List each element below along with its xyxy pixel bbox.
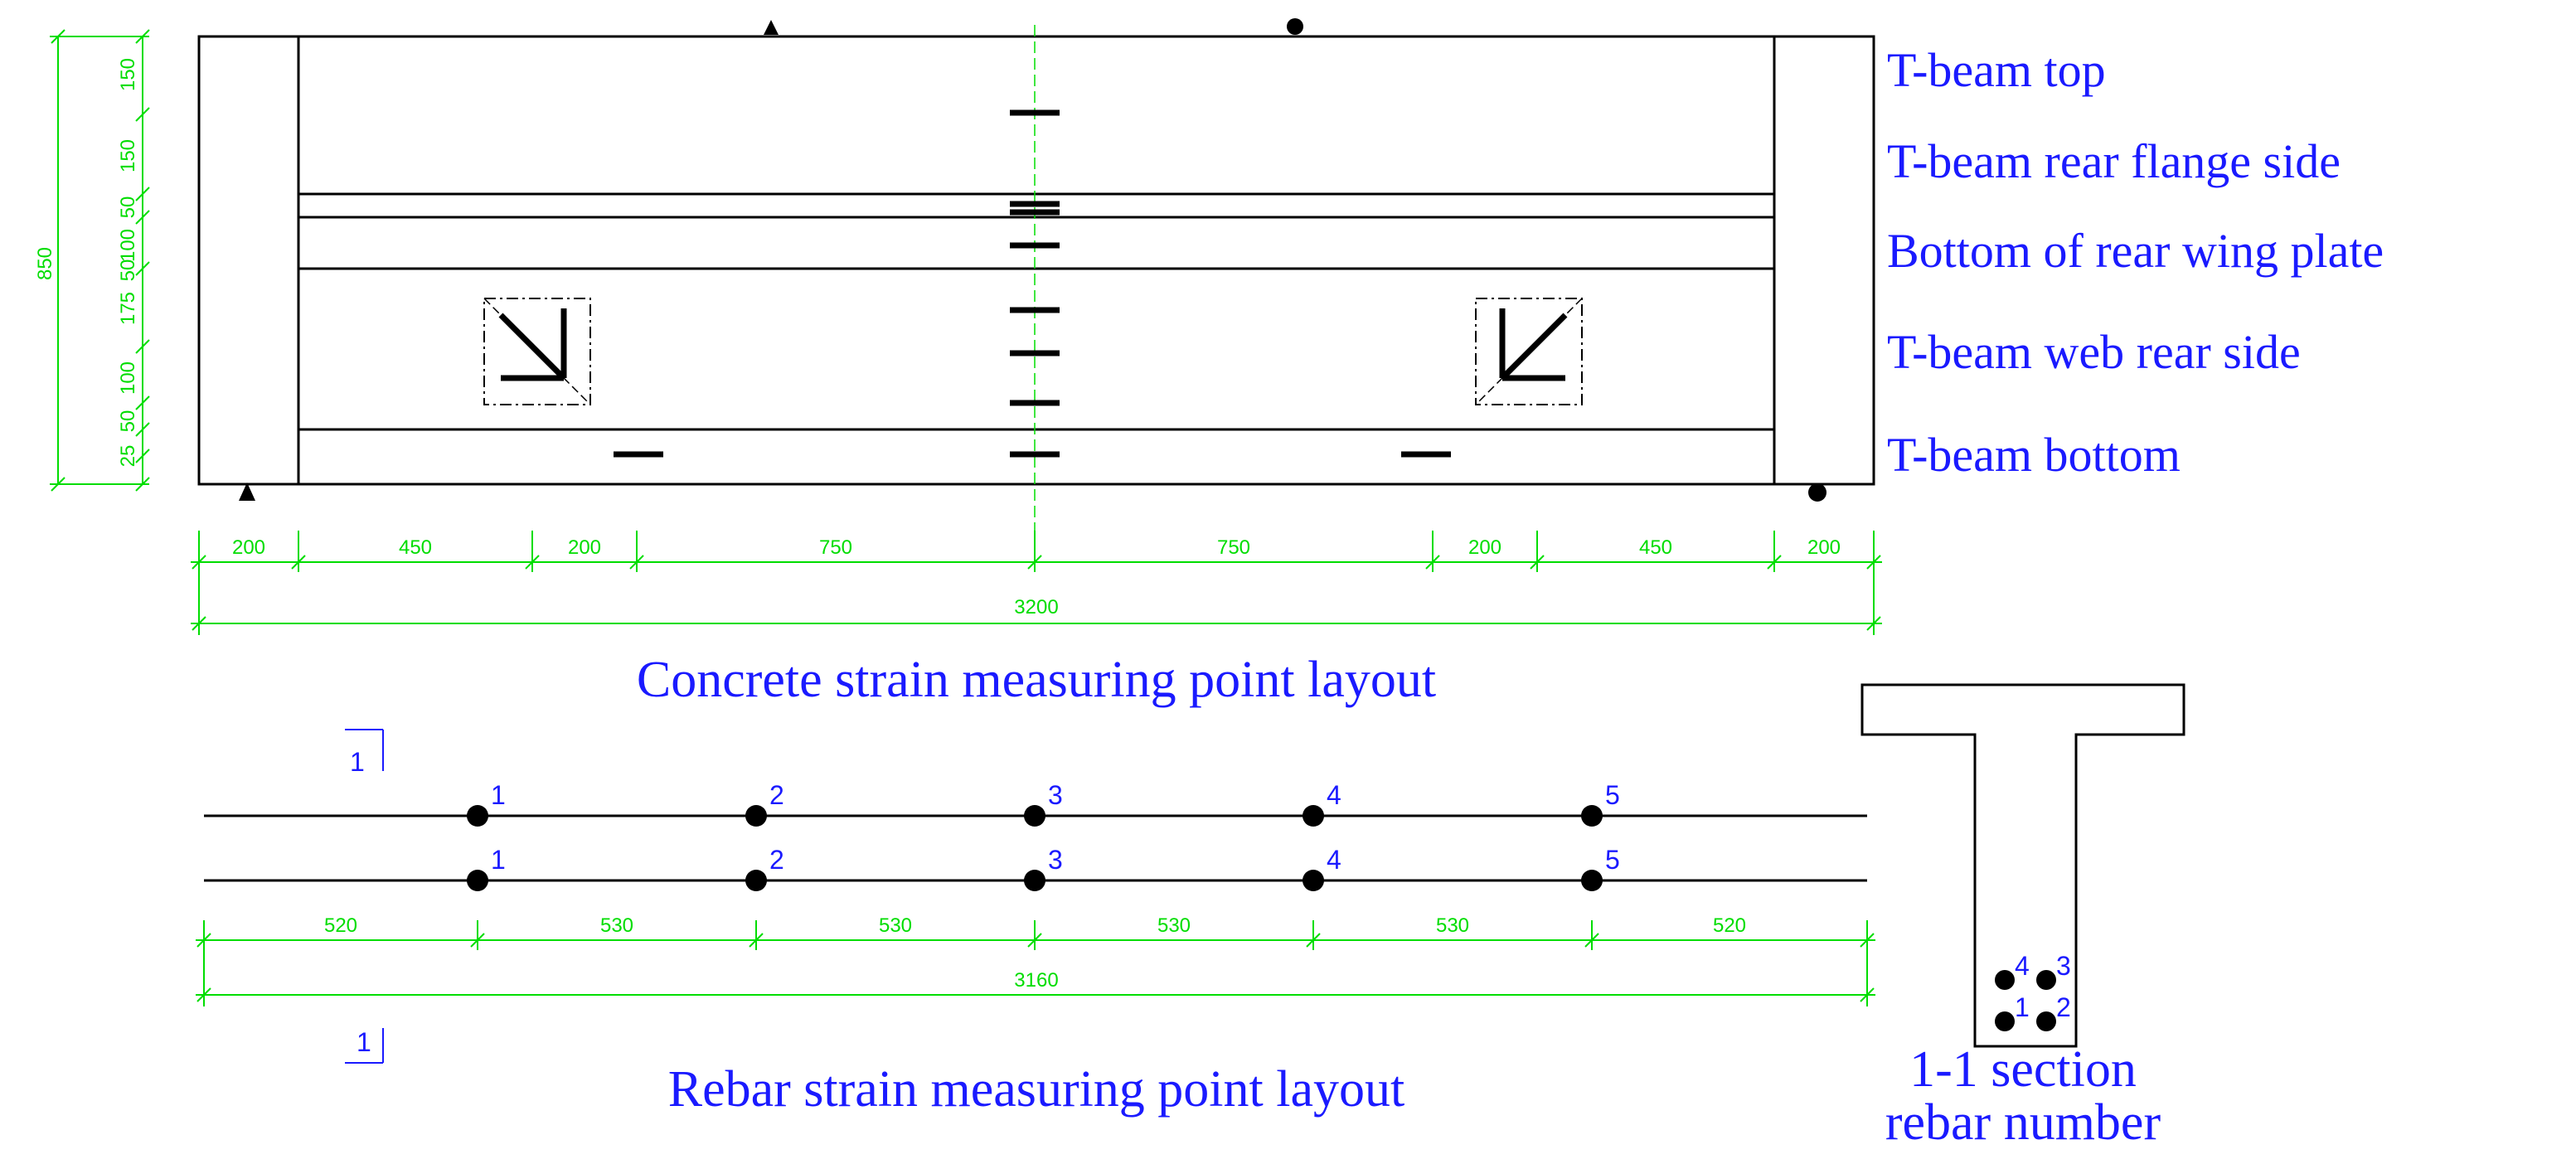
rebar-point-top-1 [467, 805, 488, 827]
vdim-4: 100 [117, 229, 139, 262]
rebar-num-top-2: 2 [769, 780, 784, 810]
rdim-2: 530 [600, 914, 633, 937]
vdim-7: 100 [117, 361, 139, 395]
hdim-7: 450 [1639, 536, 1672, 559]
concrete-caption: Concrete strain measuring point layout [637, 652, 1436, 708]
section-bar-1 [1995, 1011, 2015, 1031]
rebar-points [467, 805, 1603, 891]
rebar-layout: 1 1 1 2 3 4 5 1 2 [196, 729, 1875, 1118]
label-rear-wing-plate-bottom: Bottom of rear wing plate [1887, 224, 2384, 278]
vdim-5: 50 [117, 259, 139, 282]
rebar-point-bottom-2 [745, 870, 767, 891]
vdim-6: 175 [117, 292, 139, 325]
hdim-3: 200 [568, 536, 601, 559]
rdim-6: 520 [1713, 914, 1746, 937]
hdim-4: 750 [819, 536, 852, 559]
rebar-point-bottom-4 [1303, 870, 1324, 891]
vdim-1: 150 [117, 58, 139, 91]
midspan-strain-gauges [614, 109, 1451, 458]
section-num-4: 4 [2015, 951, 2030, 981]
horizontal-dim-ticks [192, 555, 1881, 631]
hdim-1: 200 [232, 536, 265, 559]
hdim-2: 450 [399, 536, 432, 559]
rebar-point-top-3 [1024, 805, 1045, 827]
label-rear-flange-side: T-beam rear flange side [1887, 134, 2341, 188]
t-section: 4 3 1 2 1-1 section rebar number [1860, 683, 2185, 1151]
rebar-num-bottom-1: 1 [491, 845, 506, 875]
concrete-row-labels: T-beam top T-beam rear flange side Botto… [1887, 43, 2384, 482]
svg-text:1: 1 [357, 1027, 371, 1057]
section-mark-bottom: 1 [345, 1027, 384, 1064]
beam-outline [197, 35, 1875, 486]
height-total-label: 850 [34, 247, 56, 280]
rebar-num-top-4: 4 [1327, 780, 1341, 810]
rebar-num-bottom-2: 2 [769, 845, 784, 875]
section-num-3: 3 [2056, 951, 2071, 981]
rebar-num-bottom-5: 5 [1605, 845, 1620, 875]
label-web-rear-side: T-beam web rear side [1887, 325, 2301, 379]
rebar-dim-labels: 520 530 530 530 530 520 3160 [324, 914, 1746, 992]
strain-rosette-right [1475, 298, 1583, 405]
rebar-num-top-1: 1 [491, 780, 506, 810]
section-caption-line2: rebar number [1885, 1094, 2161, 1151]
rebar-num-bottom-4: 4 [1327, 845, 1341, 875]
vertical-dim-ticks [135, 29, 150, 492]
section-mark-top: 1 [345, 729, 384, 777]
label-tbeam-top: T-beam top [1887, 43, 2106, 97]
rebar-point-top-2 [745, 805, 767, 827]
hdim-8: 200 [1807, 536, 1841, 559]
rebar-caption: Rebar strain measuring point layout [668, 1061, 1404, 1118]
rebar-total-label: 3160 [1014, 969, 1058, 992]
section-caption-line1: 1-1 section [1909, 1041, 2137, 1098]
section-num-2: 2 [2056, 992, 2071, 1022]
rebar-dim-ticks [196, 933, 1875, 1002]
rdim-4: 530 [1157, 914, 1191, 937]
horizontal-dim-labels: 200 450 200 750 750 200 450 200 3200 [232, 536, 1841, 618]
section-bar-3 [2036, 970, 2056, 990]
svg-text:1: 1 [350, 747, 365, 777]
rdim-3: 530 [879, 914, 912, 937]
vdim-2: 150 [117, 139, 139, 172]
strain-rosette-left [483, 298, 591, 405]
support-triangle-bottom [239, 483, 255, 501]
hdim-6: 200 [1468, 536, 1501, 559]
rebar-point-bottom-5 [1581, 870, 1603, 891]
span-total-label: 3200 [1014, 596, 1058, 618]
support-circle-bottom [1808, 483, 1826, 502]
rebar-num-bottom-3: 3 [1048, 845, 1063, 875]
rebar-num-top-3: 3 [1048, 780, 1063, 810]
rebar-point-numbers: 1 2 3 4 5 1 2 3 4 5 [491, 780, 1620, 875]
concrete-beam-elevation: 850 150 150 50 100 50 175 100 50 25 [34, 18, 2384, 708]
hdim-5: 750 [1217, 536, 1250, 559]
section-num-1: 1 [2015, 992, 2030, 1022]
rebar-point-bottom-3 [1024, 870, 1045, 891]
label-tbeam-bottom: T-beam bottom [1887, 428, 2181, 482]
load-triangle-top [764, 20, 779, 35]
rebar-point-top-4 [1303, 805, 1324, 827]
rebar-point-top-5 [1581, 805, 1603, 827]
vdim-8: 50 [117, 410, 139, 433]
t-section-outline [1860, 683, 2185, 1048]
rdim-1: 520 [324, 914, 357, 937]
vertical-dim-labels: 150 150 50 100 50 175 100 50 25 [117, 58, 139, 467]
vertical-dimensions [50, 29, 150, 492]
vdim-3: 50 [117, 196, 139, 219]
horizontal-dimensions [191, 531, 1882, 635]
rebar-num-top-5: 5 [1605, 780, 1620, 810]
rdim-5: 530 [1436, 914, 1469, 937]
section-bar-4 [1995, 970, 2015, 990]
section-bar-2 [2036, 1011, 2056, 1031]
rebar-point-bottom-1 [467, 870, 488, 891]
vdim-9: 25 [117, 445, 139, 468]
rebar-dimensions [196, 920, 1875, 1006]
load-circle-top [1287, 18, 1303, 35]
section-bar-numbers: 4 3 1 2 [2015, 951, 2071, 1022]
section-rebars [1995, 970, 2056, 1031]
